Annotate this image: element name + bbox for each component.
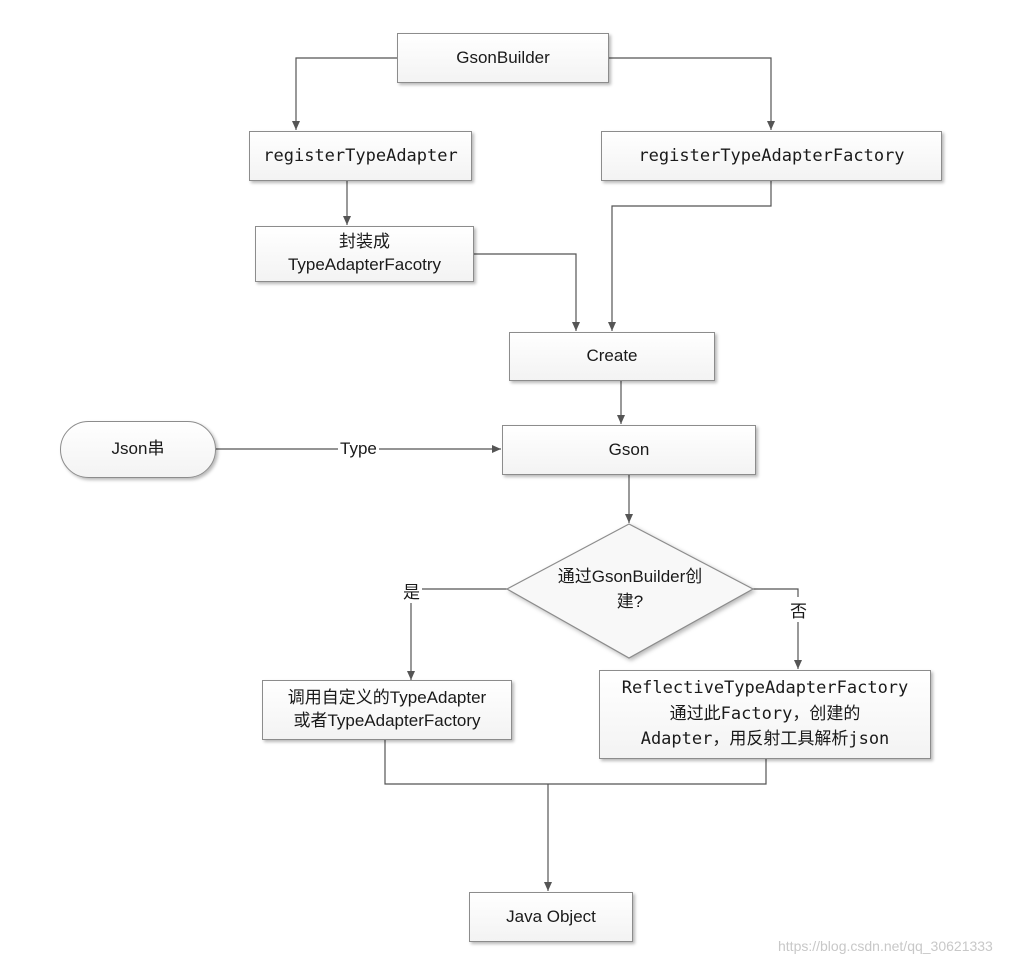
- decision-line1: 通过GsonBuilder创: [557, 567, 703, 586]
- decision-text: 通过GsonBuilder创 建?: [532, 565, 728, 614]
- custom-adapter-line2: 或者TypeAdapterFactory: [293, 711, 481, 730]
- reflective-factory-line3: Adapter，用反射工具解析json: [640, 729, 890, 750]
- json-string-terminal: Json串: [60, 421, 216, 478]
- edge-factory-to-create: [608, 181, 772, 331]
- create-label: Create: [586, 346, 638, 366]
- register-type-adapter-factory-label: registerTypeAdapterFactory: [638, 145, 905, 166]
- edge-label-no: 否: [788, 597, 809, 622]
- java-object-box: Java Object: [469, 892, 633, 942]
- watermark: https://blog.csdn.net/qq_30621333: [778, 938, 993, 954]
- decision-diamond: [505, 523, 755, 659]
- edge-custom-to-merge: [384, 740, 548, 785]
- gson-builder-box: GsonBuilder: [397, 33, 609, 83]
- edge-decision-yes: [407, 588, 507, 680]
- reflective-factory-line1: ReflectiveTypeAdapterFactory: [621, 678, 909, 699]
- wrap-factory-line2: TypeAdapterFacotry: [287, 255, 442, 274]
- edge-label-type: Type: [338, 439, 379, 459]
- gson-builder-label: GsonBuilder: [456, 47, 550, 67]
- reflective-factory-line2: 通过此Factory，创建的: [669, 703, 861, 724]
- gson-box: Gson: [502, 425, 756, 475]
- edge-label-yes: 是: [401, 578, 422, 603]
- register-type-adapter-label: registerTypeAdapter: [263, 145, 458, 166]
- edge-wrap-to-create: [474, 253, 580, 331]
- create-box: Create: [509, 332, 715, 381]
- custom-adapter-box: 调用自定义的TypeAdapter 或者TypeAdapterFactory: [262, 680, 512, 740]
- reflective-factory-box: ReflectiveTypeAdapterFactory 通过此Factory，…: [599, 670, 931, 759]
- gson-label: Gson: [608, 439, 650, 459]
- edge-decision-no: [753, 588, 802, 669]
- edge-builder-to-register: [292, 57, 397, 130]
- edge-builder-to-register-factory: [609, 57, 775, 130]
- register-type-adapter-factory-box: registerTypeAdapterFactory: [601, 131, 942, 181]
- wrap-factory-box: 封装成 TypeAdapterFacotry: [255, 226, 474, 282]
- decision-line2: 建?: [616, 591, 644, 611]
- custom-adapter-line1: 调用自定义的TypeAdapter: [287, 688, 487, 708]
- json-string-label: Json串: [111, 439, 165, 459]
- wrap-factory-line1: 封装成: [339, 232, 390, 252]
- register-type-adapter-box: registerTypeAdapter: [249, 131, 472, 181]
- edge-reflective-to-merge: [548, 759, 767, 785]
- java-object-label: Java Object: [506, 906, 596, 926]
